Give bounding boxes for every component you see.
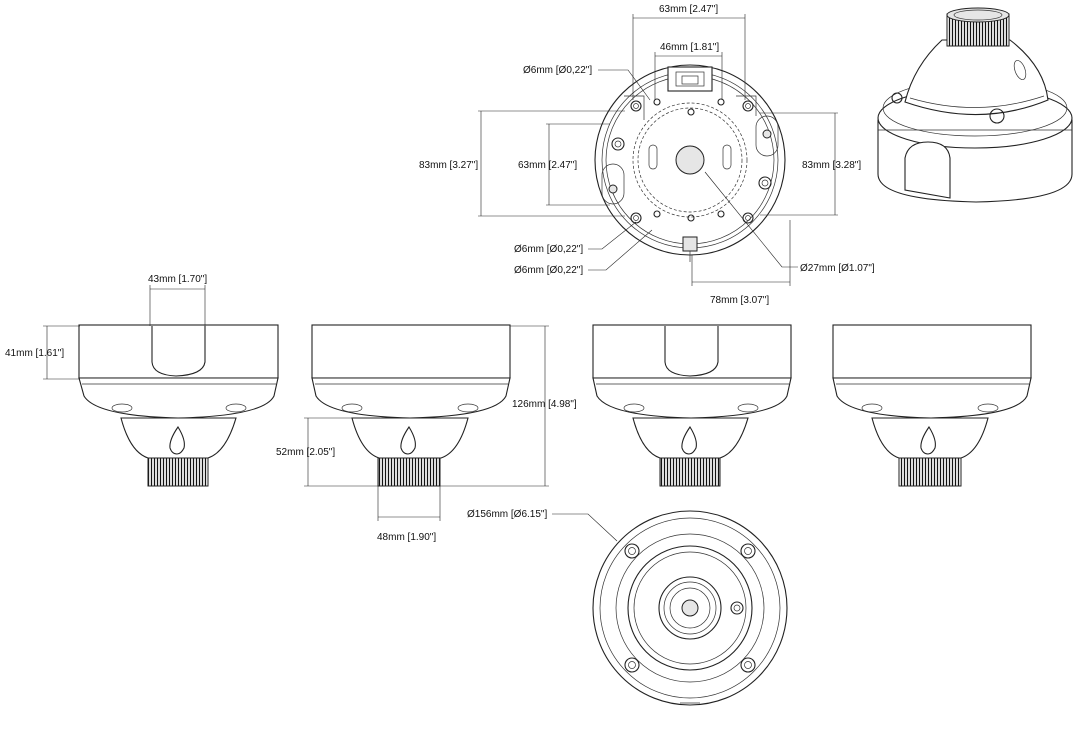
dim-hole-bottom-2: Ø6mm [Ø0,22"] xyxy=(514,265,583,276)
perspective-view-drawing xyxy=(877,7,1073,203)
side-view-2-dimensions xyxy=(304,325,549,521)
dim-inner-width: 46mm [1.81"] xyxy=(660,42,719,53)
dim-total-height: 126mm [4.98"] xyxy=(512,399,577,410)
dim-center-hole: Ø27mm [Ø1.07"] xyxy=(800,263,875,274)
dim-thread-width: 48mm [1.90"] xyxy=(377,532,436,543)
dim-hole-top-left: Ø6mm [Ø0,22"] xyxy=(523,65,592,76)
side-view-3-drawing xyxy=(592,324,792,487)
top-view-dimensions xyxy=(478,14,838,286)
side-view-2-drawing xyxy=(311,324,511,487)
dim-left-height-outer: 83mm [3.27"] xyxy=(419,160,478,171)
side-view-1-dimensions xyxy=(43,285,206,380)
top-bracket xyxy=(667,66,713,92)
center-hole xyxy=(675,145,705,175)
dim-base-height: 41mm [1.61"] xyxy=(5,348,64,359)
dim-hole-bottom-1: Ø6mm [Ø0,22"] xyxy=(514,244,583,255)
dim-bottom-width: 78mm [3.07"] xyxy=(710,295,769,306)
dim-bottom-diameter: Ø156mm [Ø6.15"] xyxy=(467,509,547,520)
top-view-drawing xyxy=(594,64,786,262)
cable-notch xyxy=(682,236,698,252)
bottom-view-dimensions xyxy=(552,513,618,542)
dim-neck-height: 52mm [2.05"] xyxy=(276,447,335,458)
dim-right-height: 83mm [3.28"] xyxy=(802,160,861,171)
side-view-1-drawing xyxy=(78,324,279,487)
dim-opening-width: 43mm [1.70"] xyxy=(148,274,207,285)
side-view-4-drawing xyxy=(832,324,1032,487)
dim-top-width: 63mm [2.47"] xyxy=(659,4,718,15)
bottom-view-drawing xyxy=(592,510,788,706)
dim-left-height-inner: 63mm [2.47"] xyxy=(518,160,577,171)
